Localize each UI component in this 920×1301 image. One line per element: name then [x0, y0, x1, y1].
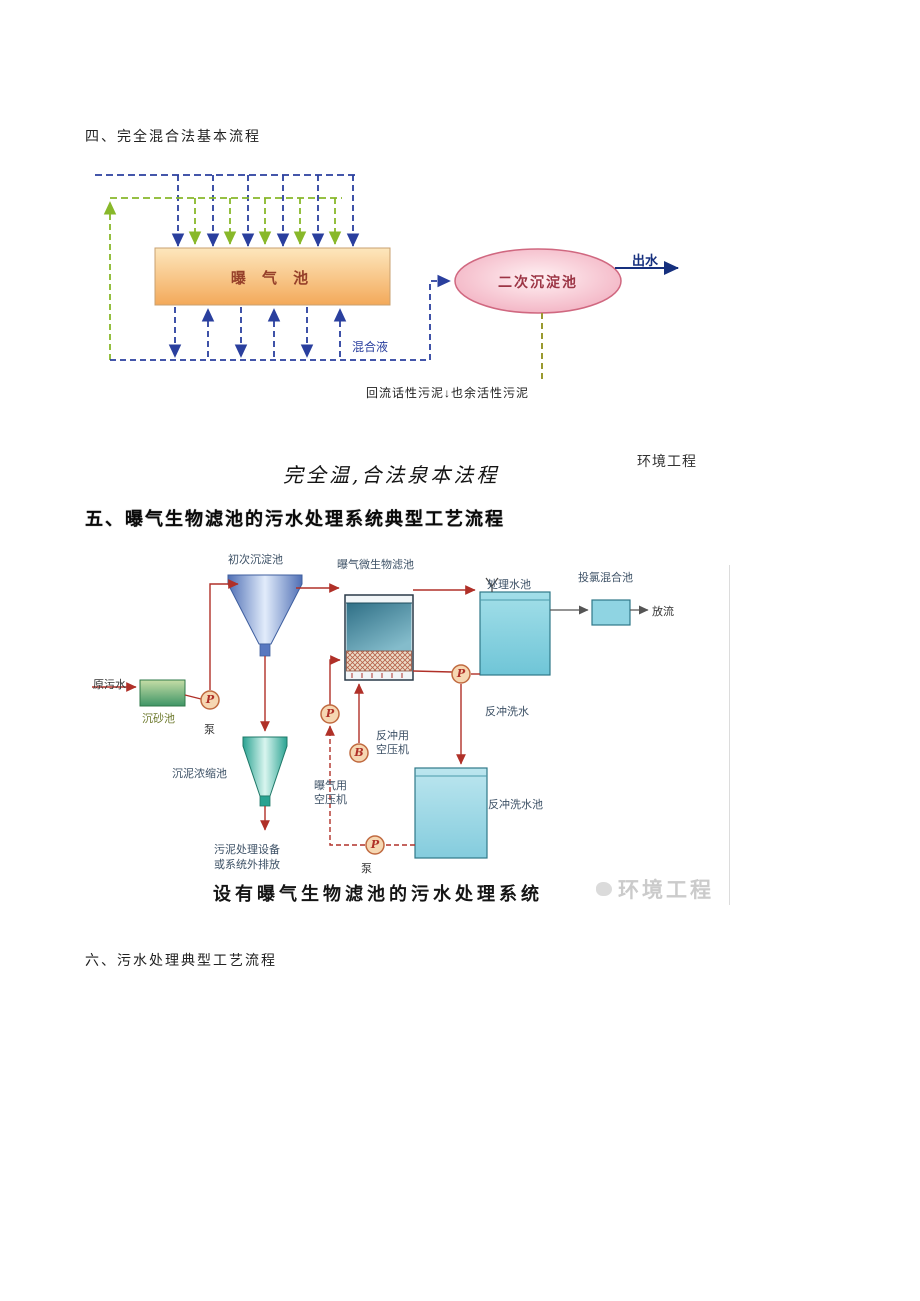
primary-clarifier-outlet	[259, 643, 271, 657]
grit-chamber-shape	[139, 679, 186, 707]
effluent-label: 出水	[632, 253, 659, 268]
pump-2-symbol: P	[325, 707, 335, 720]
backwash-compressor-line1: 反冲用	[376, 730, 409, 742]
treated-water-tank-label: 处理水池	[487, 579, 531, 591]
backwash-tank-shape	[414, 767, 488, 859]
secondary-clarifier-ellipse	[454, 248, 622, 314]
process-connectors	[92, 579, 480, 831]
section-heading-5: 五、曝气生物滤池的污水处理系统典型工艺流程	[85, 509, 505, 529]
aeration-tank-shape	[154, 247, 391, 306]
treated-water-tank-shape	[479, 577, 551, 676]
pump-3-circle	[451, 664, 471, 684]
discharge-label: 放流	[652, 606, 674, 618]
aeration-tank-label: 曝 气 池	[230, 270, 315, 287]
grit-chamber-label: 沉砂池	[142, 713, 175, 725]
pump-1-label: 泵	[204, 724, 215, 736]
pump-1-circle	[200, 690, 220, 710]
blower-symbol: B	[354, 746, 364, 759]
sludge-note-label: 回流话性污泥↓也余活性污泥	[366, 386, 530, 400]
sludge-disposal-line2: 或系统外排放	[214, 859, 280, 871]
aeration-compressor-line1: 曝气用	[314, 780, 347, 792]
backwash-compressor-line2: 空压机	[376, 744, 409, 756]
mixed-liquor-recycle-lines	[110, 274, 451, 361]
mixed-liquor-label: 混合液	[352, 340, 389, 354]
sludge-thickener-outlet	[259, 795, 271, 807]
section-heading-6: 六、污水处理典型工艺流程	[85, 952, 277, 968]
bio-filter-shape	[344, 594, 414, 681]
bio-filter-label: 曝气微生物滤池	[337, 559, 414, 571]
diagram2-watermark: 环境工程	[618, 879, 714, 902]
primary-clarifier-label: 初次沉淀池	[228, 554, 283, 566]
aeration-compressor-line2: 空压机	[314, 794, 347, 806]
chlorine-mixing-tank-shape	[591, 599, 631, 626]
primary-clarifier-shape	[227, 574, 303, 645]
sludge-disposal-line1: 污泥处理设备	[214, 844, 280, 856]
influent-distribution-lines	[95, 174, 360, 360]
handwritten-caption: 完全温,合法泉本法程	[283, 463, 500, 487]
pump-1-symbol: P	[205, 693, 215, 706]
scan-artifact-line	[729, 565, 730, 905]
watermark-logo	[596, 882, 612, 896]
raw-sewage-label: 原污水	[93, 679, 126, 691]
chlorine-mixing-tank-label: 投氯混合池	[578, 572, 633, 584]
diagram-biofilter-system	[92, 574, 649, 859]
sludge-thickener-shape	[242, 736, 288, 797]
section-heading-4: 四、完全混合法基本流程	[85, 128, 261, 144]
pump-circles	[200, 664, 471, 855]
backwash-tank-label: 反冲洗水池	[488, 799, 543, 811]
diagram2-caption: 设有曝气生物滤池的污水处理系统	[213, 884, 543, 905]
secondary-clarifier-label: 二次沉淀池	[498, 275, 578, 291]
backwash-dashed-loop	[325, 725, 415, 846]
backwash-water-label: 反冲洗水	[485, 706, 529, 718]
sludge-thickener-label: 沉泥浓缩池	[172, 768, 227, 780]
pump-4-label: 泵	[361, 863, 372, 875]
blower-circle	[349, 743, 369, 763]
pump-2-circle	[320, 704, 340, 724]
pump-4-circle	[365, 835, 385, 855]
side-watermark-text: 环境工程	[637, 453, 697, 469]
pump-3-symbol: P	[456, 667, 466, 680]
diagram-complete-mix-flow	[95, 174, 679, 382]
pump-4-symbol: P	[370, 838, 380, 851]
